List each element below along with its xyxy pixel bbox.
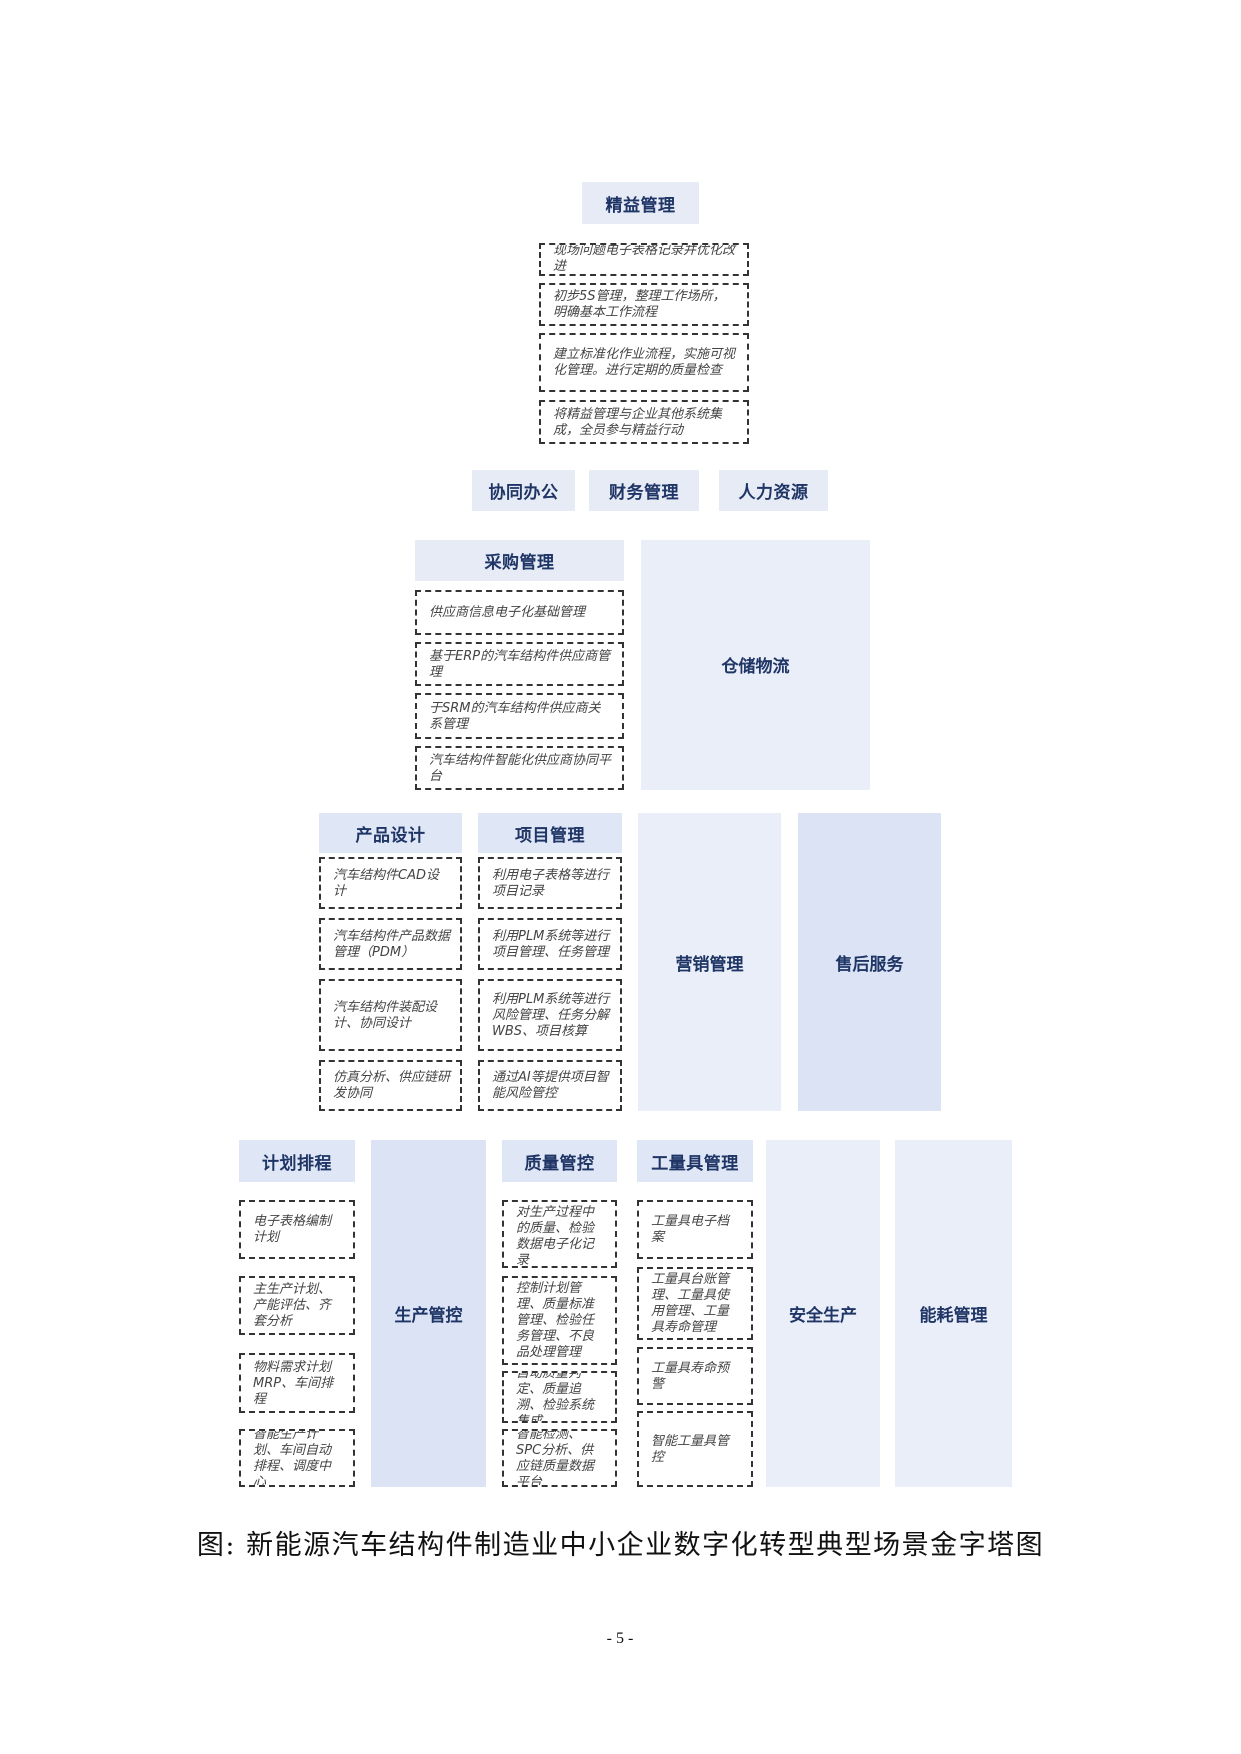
quality-item: 对生产过程中的质量、检验数据电子化记录 — [502, 1200, 617, 1268]
hr-header: 人力资源 — [719, 470, 828, 511]
tooling-management-header: 工量具管理 — [637, 1140, 753, 1182]
planning-item: 智能生产计划、车间自动排程、调度中心 — [239, 1429, 355, 1487]
project-item: 利用电子表格等进行项目记录 — [478, 857, 622, 909]
page-number: - 5 - — [606, 1630, 634, 1647]
marketing-block: 营销管理 — [638, 813, 781, 1111]
collaborative-office-header: 协同办公 — [472, 470, 575, 511]
project-management-header: 项目管理 — [478, 813, 622, 853]
planning-item: 主生产计划、产能评估、齐套分析 — [239, 1276, 355, 1335]
finance-header: 财务管理 — [589, 470, 699, 511]
lean-item: 建立标准化作业流程，实施可视化管理。进行定期的质量检查 — [539, 333, 749, 392]
lean-item: 现场问题电子表格记录并优化改进 — [539, 243, 749, 276]
lean-item: 初步5S管理，整理工作场所，明确基本工作流程 — [539, 283, 749, 326]
procurement-item: 基于ERP的汽车结构件供应商管理 — [415, 642, 624, 686]
lean-item: 将精益管理与企业其他系统集成，全员参与精益行动 — [539, 400, 749, 444]
procurement-item: 于SRM的汽车结构件供应商关系管理 — [415, 693, 624, 739]
product-design-item: 汽车结构件CAD设计 — [319, 857, 462, 909]
procurement-header: 采购管理 — [415, 540, 624, 581]
project-item: 通过AI等提供项目智能风险管控 — [478, 1060, 622, 1111]
quality-control-header: 质量管控 — [502, 1140, 617, 1182]
tooling-item: 工量具台账管理、工量具使用管理、工量具寿命管理 — [637, 1267, 753, 1340]
planning-item: 物料需求计划MRP、车间排程 — [239, 1353, 355, 1413]
energy-management-block: 能耗管理 — [895, 1140, 1012, 1487]
project-item: 利用PLM系统等进行风险管理、任务分解WBS、项目核算 — [478, 979, 622, 1051]
figure-caption: 图: 新能源汽车结构件制造业中小企业数字化转型典型场景金字塔图 — [196, 1530, 1045, 1561]
procurement-item: 汽车结构件智能化供应商协同平台 — [415, 746, 624, 790]
warehouse-logistics-block: 仓储物流 — [641, 540, 870, 790]
quality-item: 控制计划管理、质量标准管理、检验任务管理、不良品处理管理 — [502, 1276, 617, 1365]
planning-item: 电子表格编制计划 — [239, 1200, 355, 1259]
lean-management-header: 精益管理 — [582, 182, 699, 224]
product-design-item: 仿真分析、供应链研发协同 — [319, 1060, 462, 1111]
product-design-item: 汽车结构件产品数据管理（PDM） — [319, 918, 462, 970]
tooling-item: 工量具寿命预警 — [637, 1347, 753, 1405]
product-design-header: 产品设计 — [319, 813, 462, 853]
project-item: 利用PLM系统等进行项目管理、任务管理 — [478, 918, 622, 970]
safety-production-block: 安全生产 — [766, 1140, 880, 1487]
tooling-item: 智能工量具管控 — [637, 1411, 753, 1487]
tooling-item: 工量具电子档案 — [637, 1200, 753, 1259]
after-sales-block: 售后服务 — [798, 813, 941, 1111]
product-design-item: 汽车结构件装配设计、协同设计 — [319, 979, 462, 1051]
quality-item: 自动质量判定、质量追溯、检验系统集成 — [502, 1371, 617, 1423]
production-control-block: 生产管控 — [371, 1140, 486, 1487]
quality-item: 智能检测、SPC分析、供应链质量数据平台 — [502, 1429, 617, 1487]
procurement-item: 供应商信息电子化基础管理 — [415, 590, 624, 635]
planning-header: 计划排程 — [239, 1140, 355, 1182]
